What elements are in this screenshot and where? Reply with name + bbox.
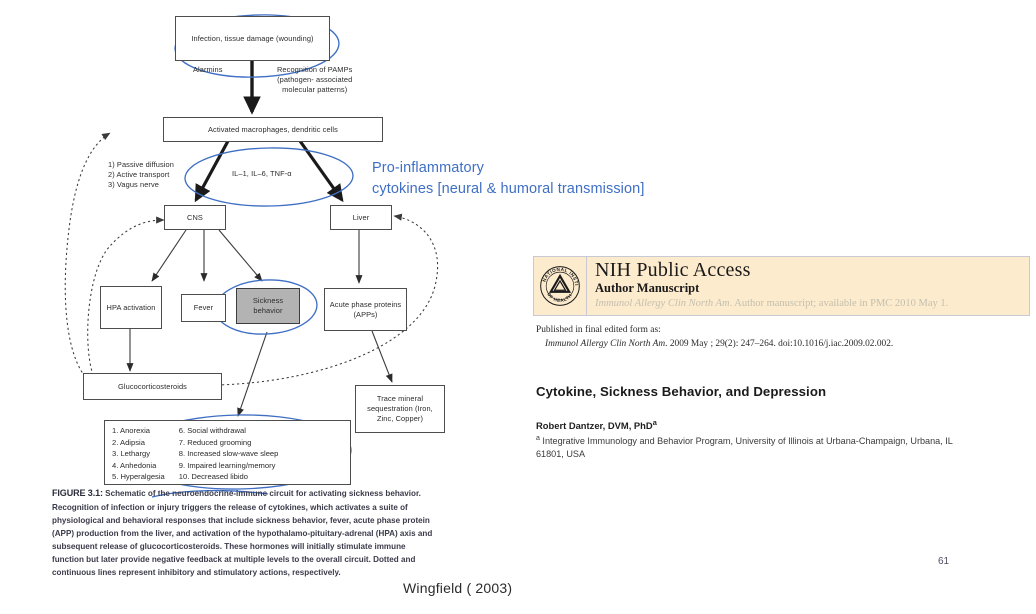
published-citation-detail: . 2009 May ; 29(2): 247–264. doi:10.1016… [665,339,894,350]
list-item: 9. Impaired learning/memory [178,460,276,470]
article-author-affiliation-marker: a [652,418,657,428]
node-infection-label: Infection, tissue damage (wounding) [191,33,314,43]
node-trace-mineral-sequestration: Trace mineral sequestration (Iron, Zinc,… [355,385,445,433]
annotation-citation: Wingfield ( 2003) [403,580,512,596]
article-affiliation: a Integrative Immunology and Behavior Pr… [533,434,956,461]
author-manuscript-subtitle: Author Manuscript [595,281,700,295]
node-sickness-behavior-label: Sickness behavior [252,296,284,315]
node-fever: Fever [181,294,226,322]
list-item: 10. Decreased libido [178,472,248,482]
symptom-list-box: 1. Anorexia 2. Adipsia 3. Lethargy 4. An… [104,420,351,485]
annotation-citation-text: Wingfield ( 2003) [403,580,513,596]
edge-label-entry-routes: 1) Passive diffusion 2) Active transport… [108,160,174,189]
nih-journal-availability: . Author manuscript; available in PMC 20… [729,297,949,309]
list-item: 8. Increased slow-wave sleep [178,449,279,459]
nih-public-access-title: NIH Public Access [595,259,751,281]
node-hpa-activation-label: HPA activation [106,302,156,312]
article-author: Robert Dantzer, DVM, PhDa [533,418,1030,431]
nih-seal-icon: NATIONAL INSTITUTES OF HEALTH [539,265,580,306]
published-form-citation: Immunol Allergy Clin North Am. 2009 May … [536,337,1030,351]
published-form-block: Published in final edited form as: Immun… [533,323,1030,351]
symptom-list-left: 1. Anorexia 2. Adipsia 3. Lethargy 4. An… [112,425,165,481]
nih-public-access-banner: NATIONAL INSTITUTES OF HEALTH NIH Public… [533,256,1030,316]
edge-label-pamps: Recognition of PAMPs (pathogen- associat… [277,65,352,94]
article-author-name: Robert Dantzer, DVM, PhD [536,420,653,432]
node-fever-label: Fever [193,303,214,313]
list-item: 4. Anhedonia [112,460,157,470]
list-item: 6. Social withdrawal [178,426,246,435]
affiliation-text: Integrative Immunology and Behavior Prog… [536,436,953,460]
published-form-label: Published in final edited form as: [536,325,661,335]
annotation-pro-inflammatory-note: Pro-inflammatory cytokines [neural & hum… [372,158,644,199]
nih-paper-panel: NATIONAL INSTITUTES OF HEALTH NIH Public… [533,256,1030,462]
page-number: 61 [938,556,950,567]
node-hpa-activation: HPA activation [100,286,162,329]
affiliation-marker: a [536,435,540,443]
nih-journal-line: Immunol Allergy Clin North Am. Author ma… [595,298,1029,311]
list-item: 7. Reduced grooming [178,437,252,447]
svg-text:OF HEALTH: OF HEALTH [546,292,573,303]
node-trace-mineral-sequestration-label: Trace mineral sequestration (Iron, Zinc,… [367,394,433,423]
node-glucocorticosteroids-label: Glucocorticosteroids [118,381,187,391]
nih-logo-cell: NATIONAL INSTITUTES OF HEALTH [534,257,587,315]
list-item: 2. Adipsia [112,437,145,447]
edge-label-alarmins-text: Alarmins [193,65,223,74]
published-journal-name: Immunol Allergy Clin North Am [545,339,666,350]
node-liver: Liver [330,205,392,230]
figure-caption: FIGURE 3.1: Schematic of the neuroendocr… [52,486,437,579]
node-acute-phase-proteins-label: Acute phase proteins (APPs) [329,299,402,319]
nih-banner-text: NIH Public Access Author Manuscript Immu… [587,257,1029,315]
nih-journal-name: Immunol Allergy Clin North Am [595,297,730,309]
node-acute-phase-proteins: Acute phase proteins (APPs) [324,288,407,331]
edge-label-alarmins: Alarmins [193,65,223,75]
symptom-list-right: 6. Social withdrawal 7. Reduced grooming… [179,425,279,481]
node-cns: CNS [164,205,226,230]
figure-caption-number: FIGURE 3.1: [52,488,103,498]
node-glucocorticosteroids: Glucocorticosteroids [83,373,222,400]
list-item: 3. Lethargy [112,449,150,459]
node-macrophages: Activated macrophages, dendritic cells [163,117,383,142]
list-item: 5. Hyperalgesia [112,472,165,482]
list-item: 1. Anorexia [112,426,150,435]
node-cns-label: CNS [187,212,203,222]
node-infection: Infection, tissue damage (wounding) [175,16,330,61]
annotation-pro-inflammatory-note-text: Pro-inflammatory cytokines [neural & hum… [372,160,645,197]
edge-label-pamps-text: Recognition of PAMPs (pathogen- associat… [277,65,353,94]
edge-label-cytokines: IL–1, IL–6, TNF-α [232,169,292,179]
node-sickness-behavior: Sickness behavior [236,288,300,324]
node-liver-label: Liver [352,212,370,222]
edge-label-entry-routes-text: 1) Passive diffusion 2) Active transport… [108,160,174,189]
node-macrophages-label: Activated macrophages, dendritic cells [208,124,338,134]
article-title: Cytokine, Sickness Behavior, and Depress… [536,384,827,400]
edge-label-cytokines-text: IL–1, IL–6, TNF-α [232,169,292,178]
figure-caption-text: Schematic of the neuroendocrine-immune c… [52,489,433,578]
